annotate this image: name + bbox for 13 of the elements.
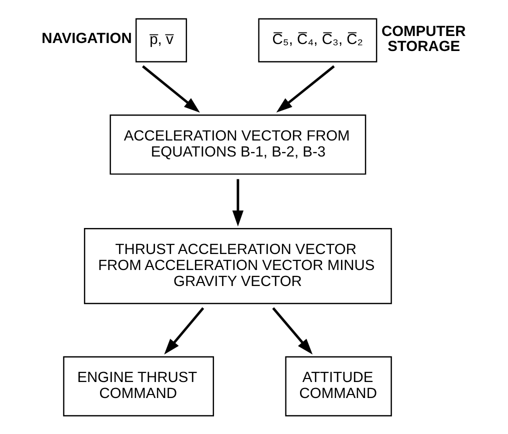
node-box: THRUST ACCELERATION VECTOR FROM ACCELERATION VECTOR MINUS GRAVITY VECTOR	[83, 228, 392, 304]
arrow	[164, 307, 204, 355]
arrow	[276, 65, 334, 113]
node-label: COMPUTER STORAGE	[380, 24, 466, 55]
arrow	[142, 65, 200, 113]
node-box: C̅₅, C̅₄, C̅₃, C̅₂	[258, 18, 377, 62]
arrow	[272, 307, 312, 355]
node-box: ENGINE THRUST COMMAND	[62, 356, 214, 416]
node-box: ATTITUDE COMMAND	[284, 356, 392, 416]
arrow	[232, 179, 244, 226]
node-box: ACCELERATION VECTOR FROM EQUATIONS B-1, B-2, B-3	[109, 114, 366, 175]
node-box: p̅, v̅	[135, 18, 187, 62]
node-label: NAVIGATION	[41, 30, 132, 47]
